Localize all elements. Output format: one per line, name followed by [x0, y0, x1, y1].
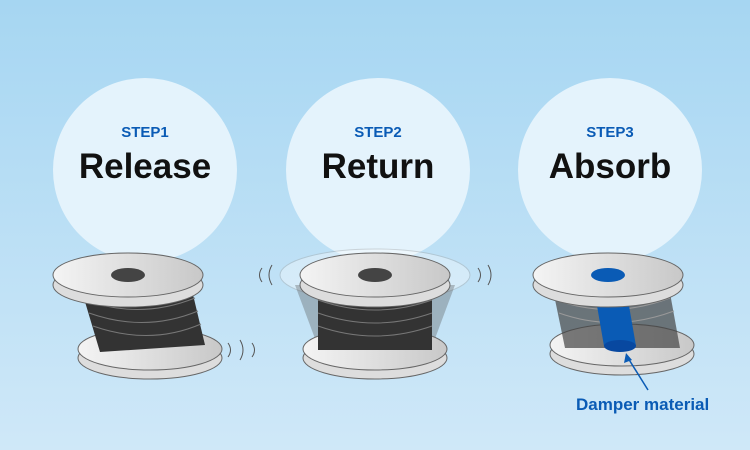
isolator-return [259, 248, 492, 380]
step3-label: STEP3 [586, 124, 634, 141]
vibration-icon [259, 264, 492, 286]
step2-title: Return [321, 147, 435, 186]
step3-title: Absorb [548, 147, 672, 186]
arrow-icon [627, 357, 649, 391]
step2-label: STEP2 [354, 124, 402, 141]
step1-title: Release [78, 147, 212, 186]
isolator-release [52, 252, 255, 380]
damper-material [596, 300, 636, 346]
vibration-icon [227, 339, 255, 361]
step1-label: STEP1 [121, 124, 169, 141]
isolator-absorb [532, 252, 695, 391]
damper-label: Damper material [576, 395, 710, 414]
